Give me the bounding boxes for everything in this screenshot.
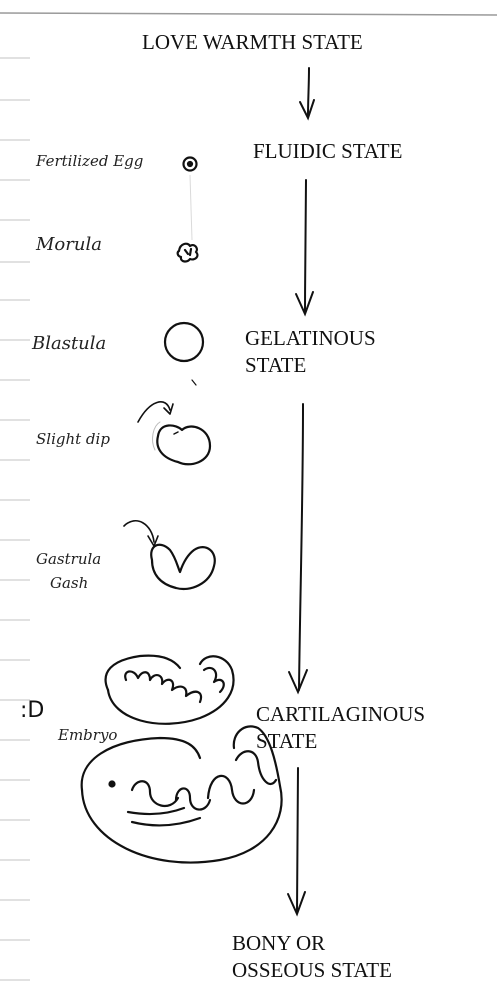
gastrula-drawing xyxy=(124,521,215,589)
state-gelatinous: GELATINOUS STATE xyxy=(245,325,376,379)
state-love-warmth: LOVE WARMTH STATE xyxy=(142,29,363,56)
morula-drawing xyxy=(178,244,198,262)
arrow-3 xyxy=(299,404,303,690)
margin-ticks xyxy=(0,58,30,980)
state-cartilaginous-line-1: CARTILAGINOUS xyxy=(256,701,425,728)
state-bony: BONY OR OSSEOUS STATE xyxy=(232,930,392,984)
state-cartilaginous: CARTILAGINOUS STATE xyxy=(256,701,425,755)
state-bony-line-1: BONY OR xyxy=(232,930,392,957)
label-fertilized-egg: Fertilized Egg xyxy=(36,152,143,170)
early-embryo-drawing xyxy=(106,656,234,724)
state-cartilaginous-line-2: STATE xyxy=(256,728,425,755)
state-bony-line-2: OSSEOUS STATE xyxy=(232,957,392,984)
state-arrows xyxy=(288,68,314,914)
arrow-1 xyxy=(308,68,309,116)
state-gelatinous-line-2: STATE xyxy=(245,352,376,379)
state-gelatinous-line-1: GELATINOUS xyxy=(245,325,376,352)
label-embryo: Embryo xyxy=(58,726,117,744)
embryo-drawing xyxy=(82,726,282,862)
slight-dip-drawing xyxy=(138,402,210,464)
label-morula: Morula xyxy=(36,234,102,255)
state-fluidic-line-1: FLUIDIC STATE xyxy=(253,139,402,163)
margin-note-smiley: :D xyxy=(20,698,44,723)
fertilized-egg-drawing xyxy=(184,158,197,171)
state-fluidic: FLUIDIC STATE xyxy=(253,138,402,165)
label-blastula: Blastula xyxy=(32,333,106,354)
arrow-4 xyxy=(297,768,298,912)
pencil-guide xyxy=(190,175,192,240)
state-love-warmth-line-1: LOVE WARMTH STATE xyxy=(142,30,363,54)
arrow-1-head xyxy=(300,100,314,118)
arrow-3-head xyxy=(289,670,307,692)
blastula-tick xyxy=(192,380,196,385)
blastula-drawing xyxy=(165,323,203,361)
top-rule xyxy=(0,13,497,15)
label-gash: Gash xyxy=(50,574,88,592)
label-slight-dip: Slight dip xyxy=(36,430,110,448)
label-gastrula: Gastrula xyxy=(36,550,101,568)
arrow-2 xyxy=(305,180,306,312)
